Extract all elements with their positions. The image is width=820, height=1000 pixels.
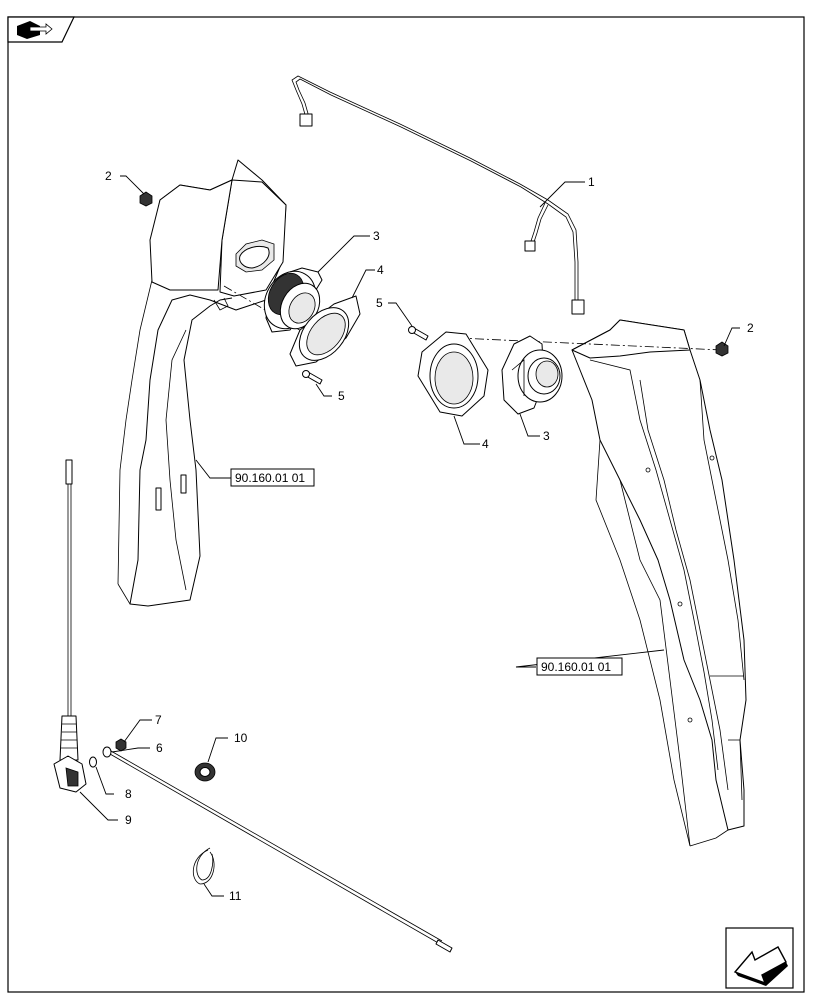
callout-4-left: 4 xyxy=(377,263,384,277)
cable-tie xyxy=(192,847,215,885)
wiring-harness xyxy=(291,75,585,315)
callout-2-left: 2 xyxy=(105,169,112,183)
assembly-axis-right xyxy=(457,337,723,351)
left-pillar-trim xyxy=(117,159,287,607)
reference-label-left: 90.160.01 01 xyxy=(235,471,305,485)
callout-7: 7 xyxy=(155,713,162,727)
reference-box-left[interactable]: 90.160.01 01 xyxy=(230,468,315,487)
page-frame xyxy=(7,16,805,993)
grommet xyxy=(194,762,216,782)
nut-right xyxy=(715,341,729,357)
callout-6: 6 xyxy=(156,741,163,755)
left-speaker-bezel xyxy=(289,295,361,367)
kit-book-icon xyxy=(7,16,75,43)
right-pillar-trim xyxy=(571,319,747,847)
callout-11: 11 xyxy=(229,889,242,903)
screw-left xyxy=(302,370,323,385)
callout-9: 9 xyxy=(125,813,132,827)
callout-10: 10 xyxy=(234,731,248,745)
callout-4-right: 4 xyxy=(482,437,489,451)
antenna-cable xyxy=(102,746,453,953)
left-speaker xyxy=(263,267,323,333)
reference-box-right[interactable]: 90.160.01 01 xyxy=(536,657,623,676)
callout-8: 8 xyxy=(125,787,132,801)
right-speaker xyxy=(501,335,563,415)
antenna-washer xyxy=(89,756,97,768)
reference-label-right: 90.160.01 01 xyxy=(541,660,611,674)
leader-lines xyxy=(79,175,740,897)
callout-5-right: 5 xyxy=(376,296,383,310)
nut-left xyxy=(139,191,153,207)
next-page-arrow-icon[interactable] xyxy=(725,927,794,989)
antenna-nut xyxy=(115,738,127,752)
antenna xyxy=(53,459,87,793)
screw-right xyxy=(408,326,429,341)
callout-2-right: 2 xyxy=(747,321,754,335)
callout-3-left: 3 xyxy=(373,229,380,243)
callout-1: 1 xyxy=(588,175,595,189)
callout-5-left: 5 xyxy=(338,389,345,403)
right-speaker-bezel xyxy=(417,331,489,417)
callout-3-right: 3 xyxy=(543,429,550,443)
